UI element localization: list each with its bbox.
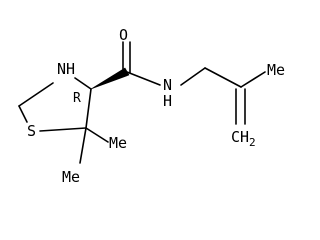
bond-alkene-c-methyl bbox=[240, 71, 266, 88]
chemical-structure-diagram: N H S R O N H Me Me Me CH 2 bbox=[18, 26, 286, 186]
terminal-ch2-subscript: 2 bbox=[249, 136, 256, 149]
amide-h-label: H bbox=[163, 92, 172, 110]
bond-c5-c4 bbox=[85, 88, 92, 129]
methyl-1-label: Me bbox=[109, 134, 127, 152]
bond-c2-s bbox=[18, 105, 28, 123]
methyl-2-label: Me bbox=[62, 168, 80, 186]
ring-nitrogen-h-label: H bbox=[66, 60, 75, 78]
carbonyl-oxygen-label: O bbox=[119, 26, 128, 44]
ring-sulfur-label: S bbox=[27, 122, 36, 140]
allyl-methyl-label: Me bbox=[267, 61, 285, 79]
bond-nh-c2 bbox=[18, 82, 54, 107]
bond-c4-nh bbox=[74, 77, 92, 90]
bond-ch2-alkene-c bbox=[204, 67, 242, 88]
stereo-descriptor-label: R bbox=[73, 91, 81, 106]
bond-s-c5 bbox=[39, 127, 87, 132]
bond-carbonyl-amide-n bbox=[126, 71, 161, 86]
terminal-ch2-label: CH bbox=[231, 128, 249, 146]
bond-n-ch2 bbox=[180, 67, 206, 86]
bond-c5-methyl-2 bbox=[79, 127, 87, 164]
bond-c5-methyl-1 bbox=[85, 127, 109, 143]
ring-nitrogen-label: N bbox=[57, 60, 66, 78]
amide-nitrogen-label: N bbox=[163, 76, 172, 94]
